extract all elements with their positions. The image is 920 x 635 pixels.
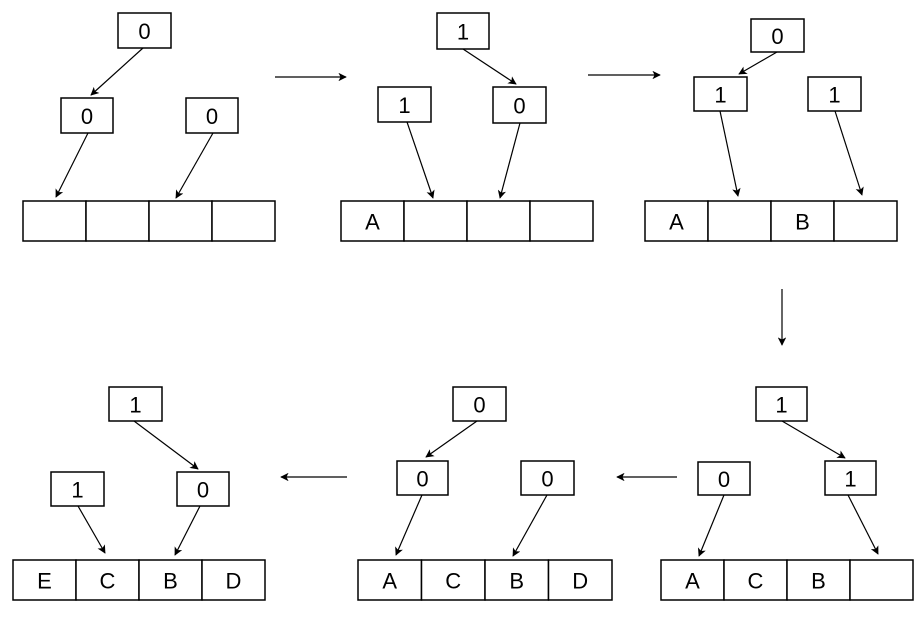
tree-node — [750, 18, 805, 53]
array-cell — [85, 200, 150, 242]
tree-node-label: 1 — [398, 93, 410, 118]
pointer-arrow — [512, 494, 548, 557]
array-cell — [22, 200, 87, 242]
panel-step-5: 0 0 0A C B D — [357, 386, 613, 601]
pointer-arrow — [847, 494, 879, 555]
panel-step-4: 1 0 1A C B — [660, 386, 914, 601]
panel-step-3: 0 1 1A B — [644, 18, 898, 242]
array-cell — [466, 200, 531, 242]
tree-node — [60, 97, 114, 134]
pointer-arrow — [834, 110, 864, 196]
tree-node — [436, 12, 490, 50]
tree-node — [108, 386, 163, 422]
tree-node — [50, 471, 105, 507]
array-cell-label: A — [685, 569, 700, 594]
tree-node-label: 1 — [844, 467, 856, 492]
array-cell-label: A — [365, 210, 380, 235]
tree-node-label: 0 — [81, 104, 93, 129]
tree-node — [396, 460, 449, 496]
tree-node-label: 1 — [714, 83, 726, 108]
tree-node — [452, 386, 507, 422]
array-cell — [770, 200, 835, 242]
array-cell — [849, 559, 914, 601]
array-cell-label: B — [509, 569, 524, 594]
tree-node-label: 0 — [718, 467, 730, 492]
array-cell — [138, 559, 203, 601]
array-cell — [201, 559, 266, 601]
tree-node — [492, 86, 547, 124]
tree-node-label: 0 — [513, 94, 525, 119]
panel-step-2: 1 1 0A — [340, 12, 594, 242]
tree-node-label: 0 — [541, 467, 553, 492]
tree-node-label: 0 — [473, 393, 485, 418]
array-cell — [529, 200, 594, 242]
pointer-arrow — [406, 121, 435, 199]
array-cell — [340, 200, 405, 242]
array-cell-label: E — [37, 569, 52, 594]
array-cell — [660, 559, 725, 601]
array-cell-label: A — [382, 569, 397, 594]
pointer-arrow — [395, 494, 423, 556]
array-cell — [707, 200, 772, 242]
tree-node-label: 1 — [828, 83, 840, 108]
tree-node-label: 0 — [197, 478, 209, 503]
pointer-arrow — [174, 505, 201, 556]
array-cell — [148, 200, 213, 242]
array-cell — [12, 559, 77, 601]
tree-node-label: 1 — [71, 478, 83, 503]
tree-node — [755, 386, 808, 422]
tree-node-label: 0 — [416, 467, 428, 492]
pointer-arrow — [90, 47, 144, 96]
pointer-arrow — [55, 132, 89, 198]
array-cell — [833, 200, 898, 242]
tree-node-label: 0 — [138, 19, 150, 44]
array-cell-label: C — [445, 569, 461, 594]
array-cell-label: C — [748, 569, 764, 594]
array-cell — [211, 200, 276, 242]
array-cell-label: B — [811, 569, 826, 594]
pointer-arrow — [175, 132, 214, 199]
array-cell-label: A — [669, 210, 684, 235]
array-cell-label: B — [795, 210, 810, 235]
tree-node — [807, 76, 862, 112]
array-cell — [723, 559, 788, 601]
tree-node-label: 1 — [457, 20, 469, 45]
tree-node — [185, 97, 239, 134]
array-cell-label: D — [226, 569, 242, 594]
tree-node — [176, 471, 230, 507]
tree-node-label: 1 — [775, 393, 787, 418]
tree-node — [520, 460, 575, 496]
array-cell-label: C — [100, 569, 116, 594]
panel-step-1: 0 0 0 — [22, 12, 276, 242]
tree-node — [693, 76, 748, 112]
array-cell — [357, 559, 423, 601]
tree-node — [824, 460, 877, 496]
pointer-arrow — [133, 420, 199, 470]
array-cell — [420, 559, 486, 601]
pointer-arrow — [738, 51, 778, 75]
pointer-arrow — [425, 420, 478, 458]
pointer-arrow — [697, 494, 725, 557]
array-cell-label: B — [163, 569, 178, 594]
pointer-arrow — [462, 48, 517, 85]
tree-node-label: 0 — [771, 24, 783, 49]
tree-node — [697, 461, 751, 496]
pointer-arrow — [781, 420, 846, 459]
array-cell — [547, 559, 613, 601]
array-cell-label: D — [572, 569, 588, 594]
array-cell — [403, 200, 468, 242]
tree-node — [117, 12, 172, 49]
pointer-arrow — [719, 110, 741, 197]
pointer-arrow — [77, 505, 106, 554]
tree-node-label: 0 — [206, 104, 218, 129]
tree-node-label: 1 — [129, 393, 141, 418]
pointer-arrow — [497, 122, 521, 199]
tree-node — [377, 86, 432, 123]
panel-step-6: 1 1 0E C B D — [12, 386, 266, 601]
